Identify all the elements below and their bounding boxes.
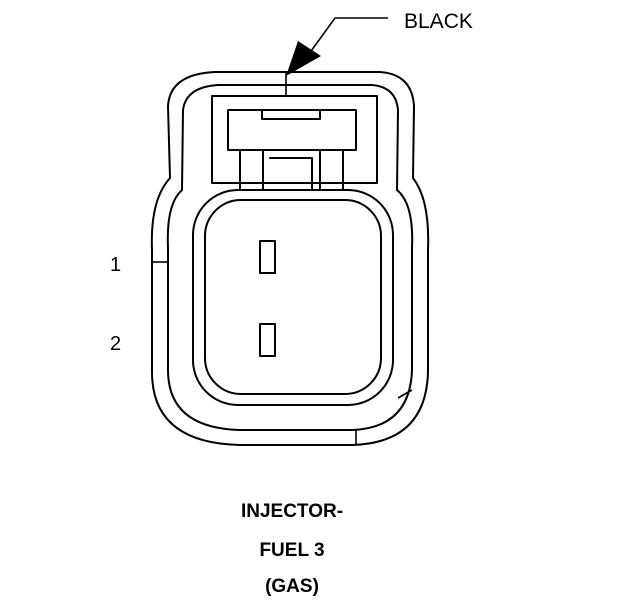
latch-post-left: [239, 149, 264, 191]
connector-title: INJECTOR- FUEL 3 (GAS): [241, 501, 343, 597]
terminal-face-inner: [204, 199, 382, 395]
housing-outer-outline: [150, 71, 430, 446]
connector-housing: [150, 71, 430, 446]
latch-center-block: [269, 157, 313, 191]
callout-label: BLACK: [404, 10, 473, 33]
title-line-1: INJECTOR-: [241, 501, 343, 522]
pin-number-2: 2: [110, 333, 121, 355]
housing-corner-seam: [397, 389, 413, 399]
color-callout: BLACK: [286, 10, 473, 76]
pin-number-1: 1: [110, 254, 121, 276]
callout-leader-line: [305, 17, 388, 59]
terminal-cavities: [259, 240, 276, 357]
title-line-2: FUEL 3: [259, 540, 324, 561]
latch-housing: [211, 95, 378, 184]
cavity-pin-2: [259, 323, 276, 357]
title-line-3: (GAS): [265, 576, 319, 597]
latch-tab-notch: [261, 109, 321, 120]
latch-tab: [227, 109, 357, 151]
cavity-pin-1: [259, 240, 276, 274]
housing-inner-outline: [166, 84, 414, 431]
latch-post-right: [319, 149, 344, 191]
terminal-face-outer: [192, 189, 394, 406]
callout-arrowhead: [286, 41, 321, 76]
